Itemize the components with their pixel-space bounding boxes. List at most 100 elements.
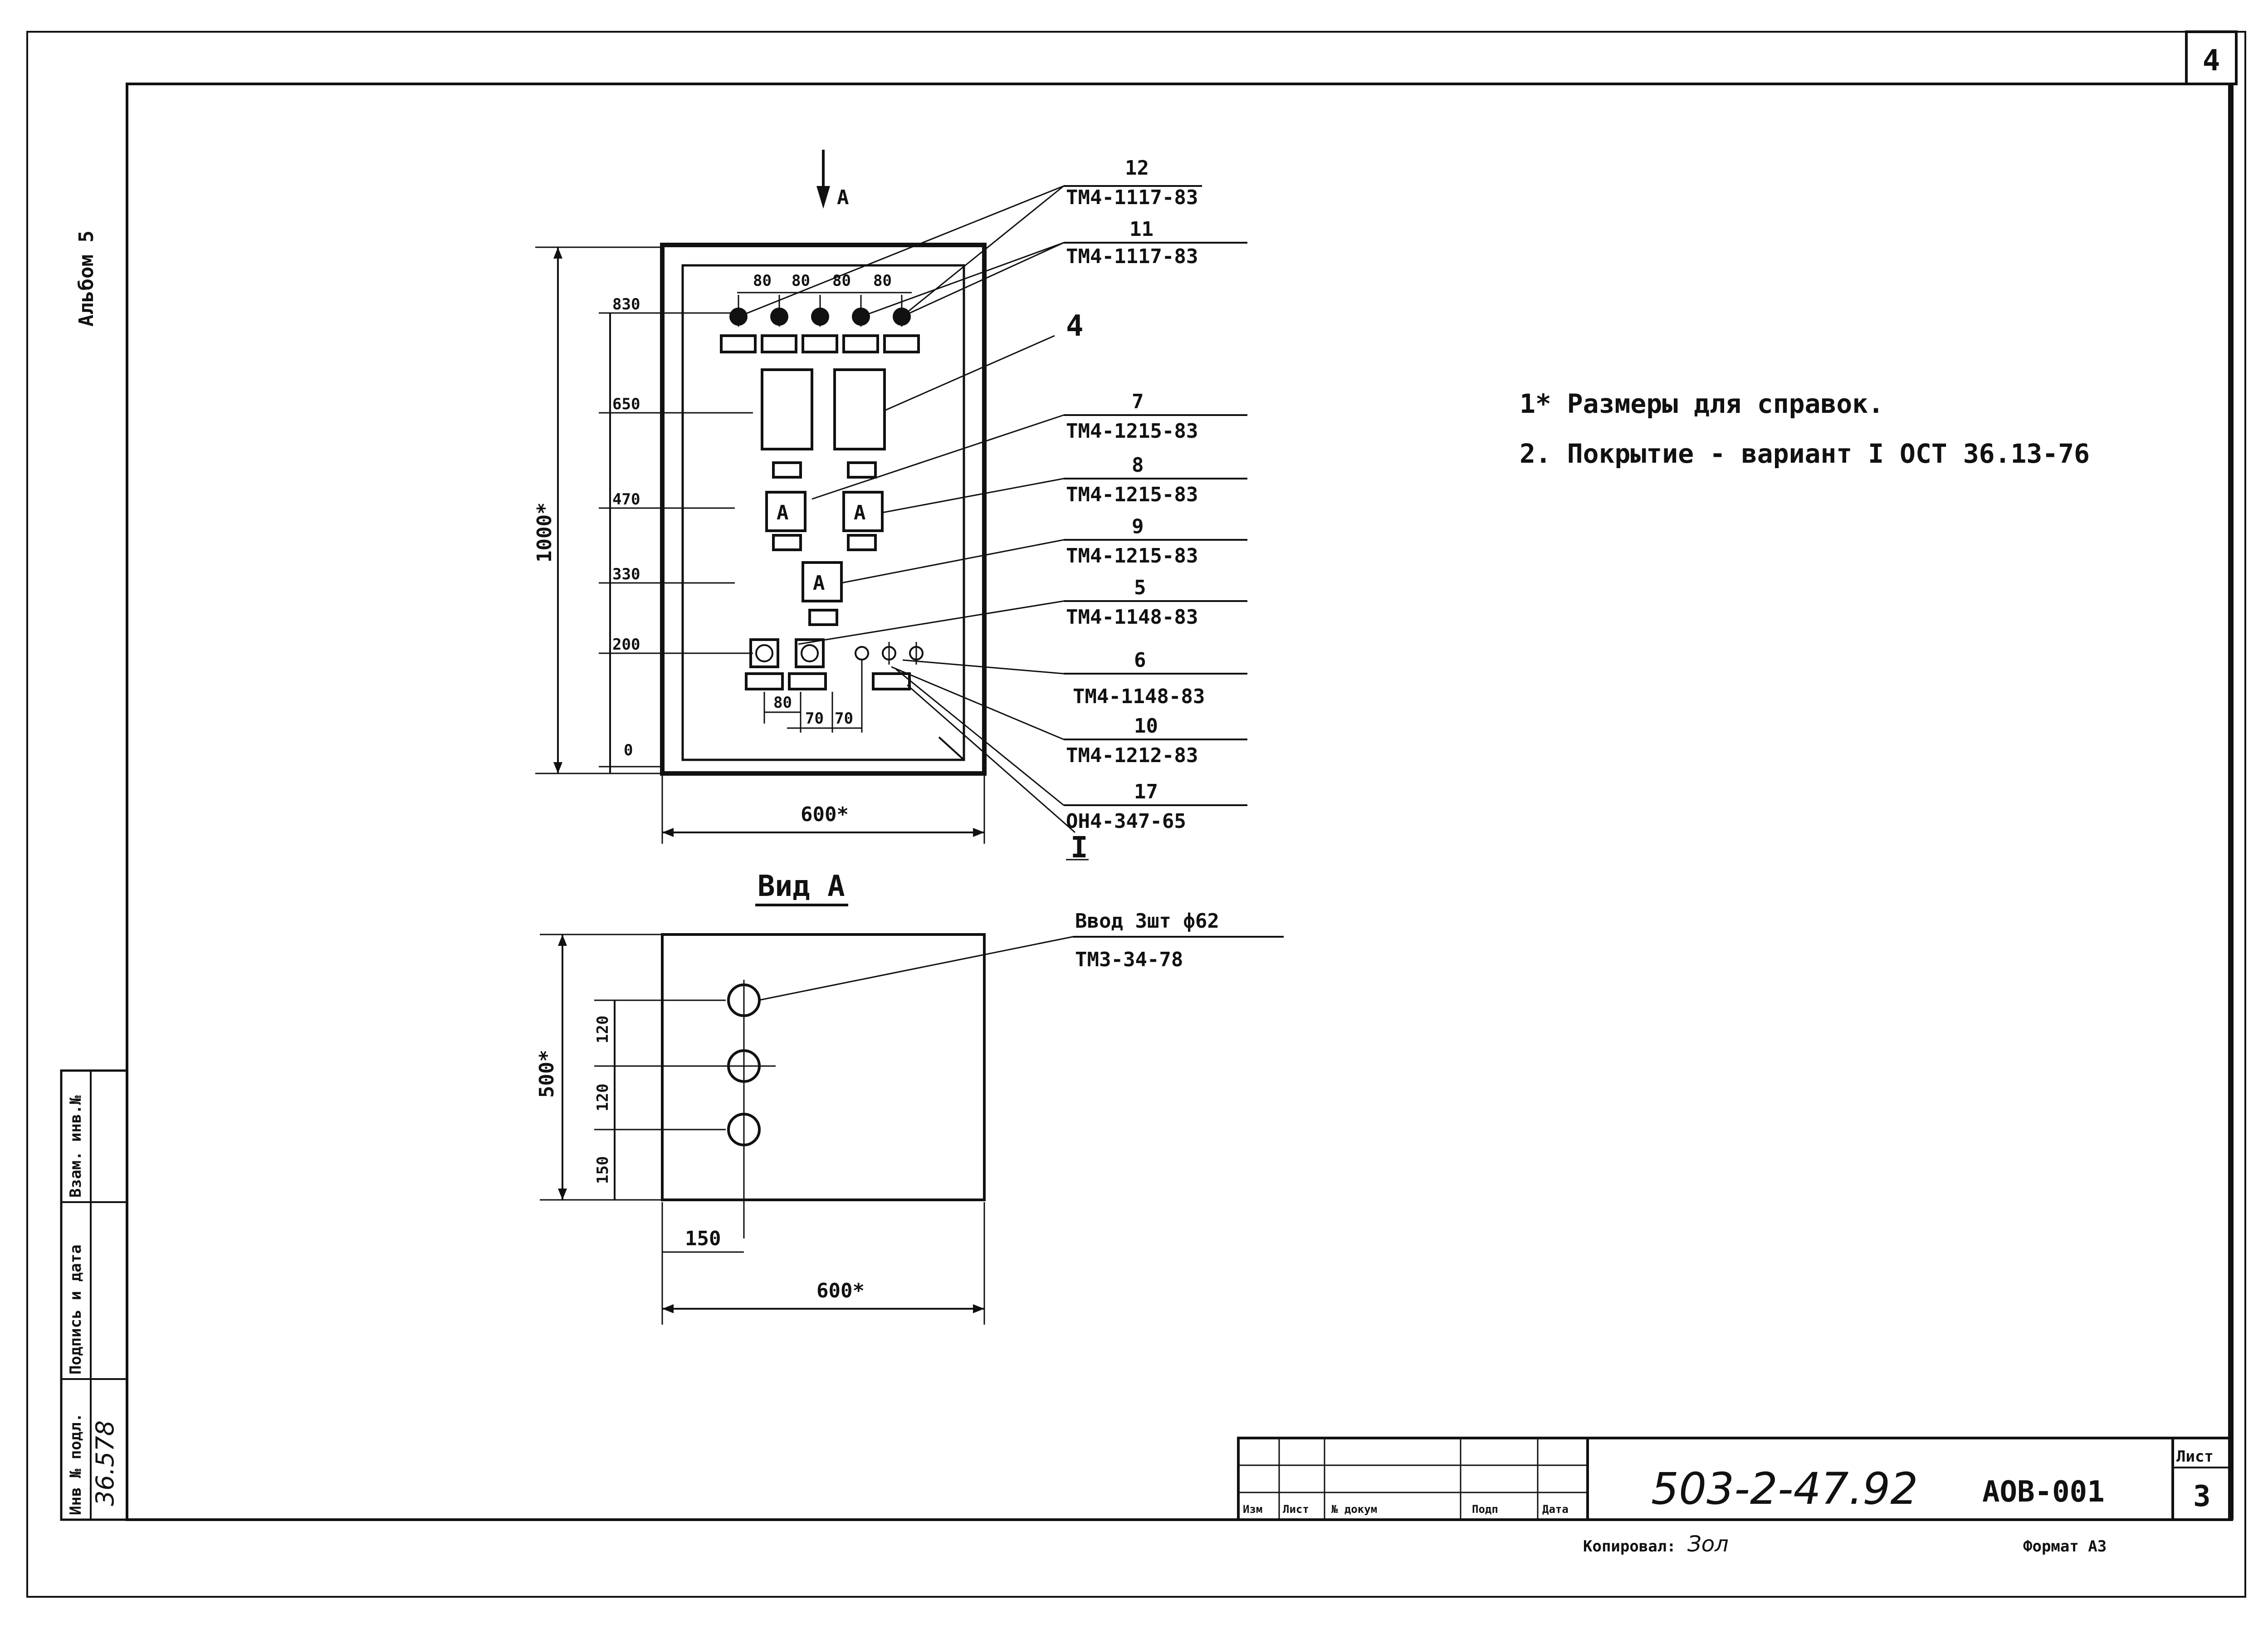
svg-text:7: 7 [1132, 390, 1144, 413]
ammeter-right [842, 491, 884, 532]
svg-text:А: А [777, 501, 789, 524]
callout-17: 17 ОН4-347-65 [895, 668, 1247, 833]
svg-text:ТМ4-1212-83: ТМ4-1212-83 [1066, 744, 1198, 767]
offset-dim: 150 [685, 1227, 721, 1250]
button-1 [855, 646, 869, 660]
callout-6: 6 ТМ4-1148-83 [902, 649, 1247, 708]
inner-frame [126, 83, 2233, 1521]
level-470: 470 [599, 490, 735, 509]
svg-text:А: А [854, 501, 866, 524]
sheet-code: АОВ-001 [1982, 1475, 2105, 1509]
callout-4: 4 [884, 309, 1084, 411]
doc-code: 503-2-47.92 [1651, 1463, 1918, 1514]
callout-8: 8 ТМ4-1215-83 [882, 454, 1247, 514]
svg-text:10: 10 [1134, 714, 1158, 738]
level-0: 0 [599, 741, 662, 768]
corner-sheet-number: 4 [2203, 44, 2220, 78]
svg-text:4: 4 [1066, 309, 1084, 343]
bottom-spacing-2: 70 [805, 709, 824, 728]
view-a-body [661, 933, 986, 1201]
level-830: 830 [599, 295, 735, 314]
svg-text:470: 470 [612, 490, 640, 509]
label-frames-top [720, 334, 920, 353]
height-dim: 1000* [533, 503, 556, 563]
svg-text:ТМ4-1148-83: ТМ4-1148-83 [1066, 606, 1198, 629]
tb-header-list: Лист [1283, 1503, 1309, 1516]
svg-text:9: 9 [1132, 515, 1144, 538]
level-330: 330 [599, 565, 735, 584]
svg-text:ТМ4-1148-83: ТМ4-1148-83 [1073, 685, 1205, 708]
svg-text:650: 650 [612, 395, 640, 413]
cabinet-outline [660, 243, 987, 776]
corner-number-box [2185, 30, 2238, 85]
callout-7: 7 ТМ4-1215-83 [811, 390, 1247, 500]
callout-9: 9 ТМ4-1215-83 [841, 515, 1247, 584]
callouts: 12 ТМ4-1117-83 11 ТМ4-1117-83 4 7 ТМ4-12… [738, 157, 1247, 865]
tb-header-doc: № докум [1331, 1503, 1377, 1516]
instrument-left [761, 368, 813, 450]
view-a-height-dim: 500* [535, 1050, 558, 1098]
ammeter-left [765, 491, 807, 532]
svg-text:ТМ4-1215-83: ТМ4-1215-83 [1066, 420, 1198, 443]
svg-text:ОН4-347-65: ОН4-347-65 [1066, 810, 1186, 833]
hole-spacing-2: 120 [594, 1084, 612, 1111]
width-dim: 600* [801, 803, 849, 826]
bottom-spacing-1: 80 [773, 694, 792, 712]
svg-text:17: 17 [1134, 780, 1158, 803]
copied-sign: Зол [1687, 1531, 1729, 1557]
bottom-spacing-3: 70 [835, 709, 853, 728]
note-2: 2. Покрытие - вариант I ОСТ 36.13-76 [1520, 438, 2090, 469]
svg-text:200: 200 [612, 636, 640, 654]
svg-text:А: А [813, 572, 825, 595]
stamp-inv-value: 36.578 [91, 1420, 119, 1506]
hole-spacing-1: 120 [594, 1016, 612, 1043]
format-label: Формат А3 [2023, 1537, 2107, 1556]
stamp-replace-label: Взам. инв.№ [67, 1095, 85, 1198]
hole-spacing-3: 150 [594, 1156, 612, 1184]
svg-text:ТМ4-1117-83: ТМ4-1117-83 [1066, 186, 1198, 209]
note-1: 1* Размеры для справок. [1520, 388, 1884, 419]
level-200: 200 [599, 636, 753, 654]
svg-text:8: 8 [1132, 454, 1144, 477]
svg-text:6: 6 [1134, 649, 1146, 672]
view-arrow-head [816, 186, 830, 209]
view-a-width-dim: 600* [816, 1279, 865, 1302]
top-spacing-3: 80 [832, 272, 851, 290]
view-arrow-label: А [837, 186, 849, 209]
stamp-sign-label: Подпись и дата [67, 1244, 85, 1375]
front-view: А 1000* 830 650 470 330 [533, 150, 987, 844]
side-stamp: Инв № подл. Подпись и дата Взам. инв.№ 3… [60, 1069, 128, 1521]
tb-header-sign: Подп [1472, 1503, 1498, 1516]
sheet-number: 3 [2193, 1480, 2211, 1513]
svg-text:ТМ4-1215-83: ТМ4-1215-83 [1066, 483, 1198, 506]
view-a-title: Вид А [758, 870, 845, 903]
view-a: Вид А 500* 120 120 150 Ввод 3шт ф62 ТМ3-… [535, 870, 1284, 1325]
input-code: ТМ3-34-78 [1075, 948, 1183, 971]
callout-10: 10 ТМ4-1212-83 [891, 666, 1247, 767]
signal-lamps [729, 295, 911, 327]
svg-text:ТМ4-1215-83: ТМ4-1215-83 [1066, 544, 1198, 567]
svg-text:11: 11 [1129, 218, 1154, 241]
sheet-label: Лист [2176, 1448, 2214, 1466]
cabinet-door [681, 264, 965, 761]
callout-12: 12 ТМ4-1117-83 [738, 157, 1202, 318]
stamp-inv-label: Инв № подл. [67, 1413, 85, 1515]
top-spacing-2: 80 [792, 272, 810, 290]
instrument-right [833, 368, 886, 450]
album-label: Альбом 5 [75, 230, 98, 327]
outer-frame [26, 31, 2246, 1598]
notes: 1* Размеры для справок. 2. Покрытие - ва… [1520, 388, 2090, 469]
ammeter-center [802, 561, 843, 602]
callout-11: 11 ТМ4-1117-83 [860, 218, 1247, 318]
svg-text:12: 12 [1125, 157, 1149, 180]
switch-left [749, 638, 779, 668]
svg-text:I: I [1070, 831, 1088, 865]
svg-text:5: 5 [1134, 576, 1146, 599]
top-spacing-1: 80 [753, 272, 772, 290]
top-spacing-4: 80 [873, 272, 892, 290]
level-650: 650 [599, 395, 753, 414]
callout-I: I [907, 684, 1089, 865]
svg-text:330: 330 [612, 565, 640, 583]
input-label: Ввод 3шт ф62 [1075, 910, 1219, 933]
